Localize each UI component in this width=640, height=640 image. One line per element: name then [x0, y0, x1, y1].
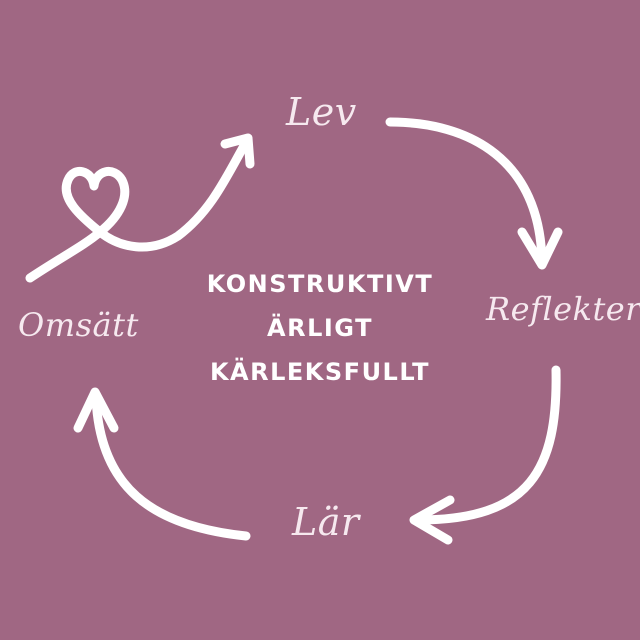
- center-line-arligt: ÄRLIGT: [267, 314, 373, 342]
- arrow-reflektera-to-lar: [413, 365, 561, 525]
- arrowhead-reflektera-to-lar: [409, 495, 455, 545]
- step-label-reflektera: Reflektera: [486, 290, 640, 328]
- step-label-omsatt: Omsätt: [18, 306, 139, 344]
- center-values: KONSTRUKTIVT ÄRLIGT KÄRLEKSFULLT: [160, 262, 480, 394]
- center-line-konstruktivt: KONSTRUKTIVT: [206, 270, 434, 298]
- arrowhead-lar-to-omsatt: [73, 387, 119, 433]
- center-line-karleksfullt: KÄRLEKSFULLT: [209, 358, 431, 386]
- arrowhead-lev-to-reflektera: [517, 227, 563, 270]
- arrow-lev-to-reflektera: [385, 117, 547, 267]
- arrowhead-omsatt-to-lev: [220, 133, 255, 169]
- arrow-omsatt-to-lev: [25, 137, 251, 283]
- step-label-lar: Lär: [292, 500, 360, 544]
- arrow-lar-to-omsatt: [91, 393, 251, 541]
- step-label-lev: Lev: [286, 90, 357, 134]
